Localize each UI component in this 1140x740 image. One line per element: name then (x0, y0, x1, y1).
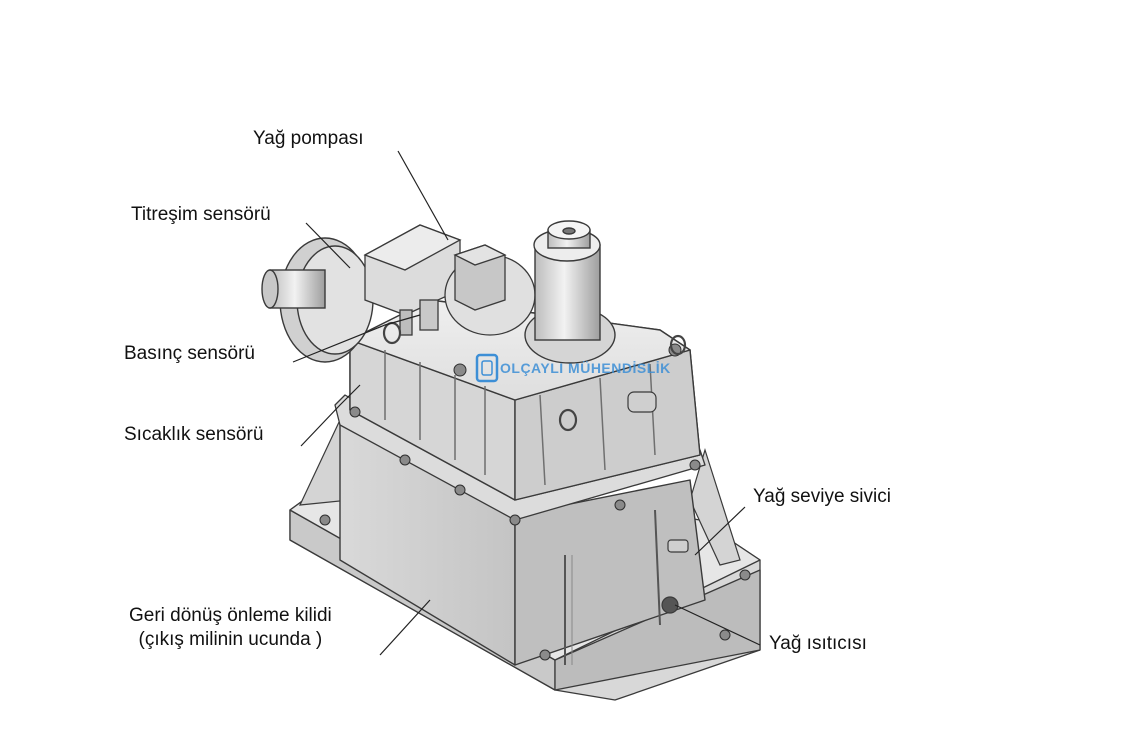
output-shaft (524, 220, 616, 364)
leader-vibration-sensor (305, 222, 351, 269)
oil-pump (444, 244, 536, 336)
lower-housing (339, 419, 706, 666)
label-oil-heater: Yağ ısıtıcısı (769, 633, 867, 654)
label-temperature-sensor: Sıcaklık sensörü (124, 424, 264, 445)
label-pressure-sensor: Basınç sensörü (124, 343, 255, 364)
leader-oil-level-switch (694, 506, 746, 556)
side-fittings (627, 391, 689, 614)
leader-temperature-sensor (300, 384, 361, 447)
sensor-block (363, 224, 462, 336)
leader-lines (292, 150, 761, 656)
watermark-logo (475, 353, 499, 383)
label-vibration-sensor: Titreşim sensörü (131, 204, 271, 225)
leader-pressure-sensor (292, 314, 421, 363)
label-oil-level-switch: Yağ seviye sivici (753, 486, 891, 507)
label-backstop: Geri dönüş önleme kilidi (çıkış milinin … (129, 604, 332, 652)
leader-backstop (379, 599, 431, 656)
leader-oil-pump (397, 150, 449, 241)
label-backstop-line2: (çıkış milinin ucunda ) (138, 629, 323, 650)
label-backstop-line1: Geri dönüş önleme kilidi (129, 605, 332, 626)
label-oil-pump: Yağ pompası (253, 128, 364, 149)
watermark-text: OLÇAYLI MÜHENDİSLİK (500, 360, 671, 376)
leader-oil-heater (674, 604, 761, 646)
input-shaft-housing (261, 237, 374, 363)
